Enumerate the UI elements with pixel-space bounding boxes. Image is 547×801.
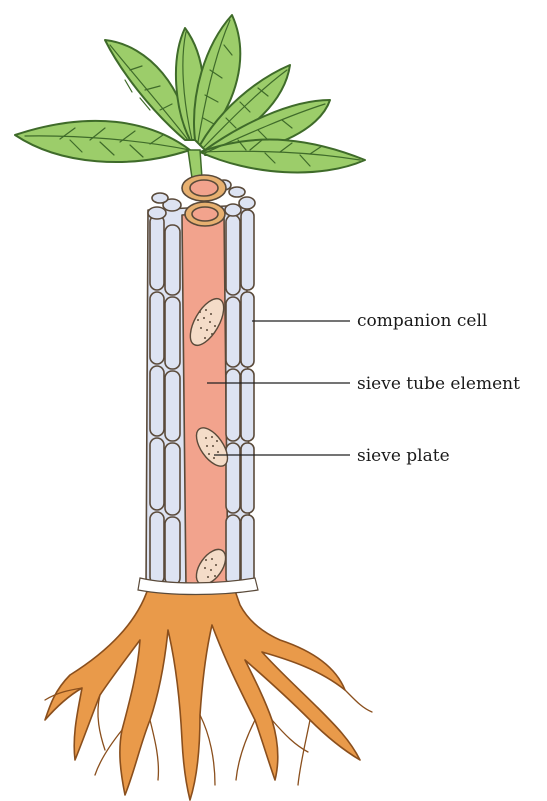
sieve-tube-element (182, 212, 228, 590)
companion-cells-right (226, 210, 254, 585)
label-sieve-plate: sieve plate (357, 446, 450, 466)
leaves (15, 15, 365, 172)
roots (45, 582, 360, 800)
leaf-far-left (15, 121, 190, 162)
companion-cells-left (150, 215, 180, 585)
label-companion-cell: companion cell (357, 311, 487, 331)
stem-top (188, 150, 202, 178)
label-sieve-tube-element: sieve tube element (357, 374, 520, 394)
